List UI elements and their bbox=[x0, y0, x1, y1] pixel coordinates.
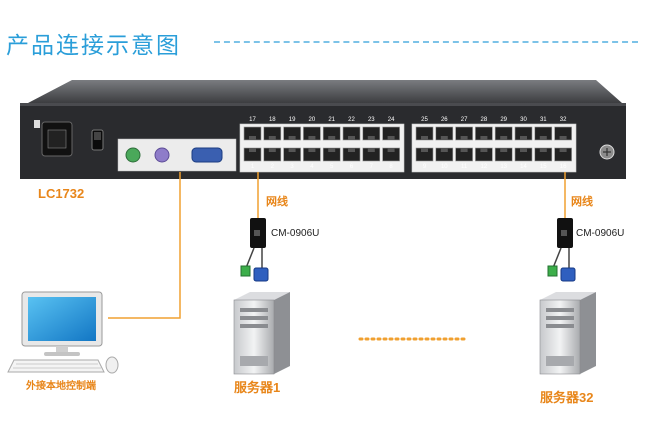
port-number-label: 7 bbox=[370, 164, 374, 170]
ps2-mouse-port bbox=[154, 147, 170, 163]
adapter-label-right: CM-0906U bbox=[576, 228, 625, 239]
keyboard-icon bbox=[7, 359, 105, 373]
port-number-label: 1 bbox=[251, 164, 255, 170]
port-number-label: 29 bbox=[500, 117, 507, 123]
port-number-label: 9 bbox=[423, 164, 427, 170]
server-32-label: 服务器32 bbox=[540, 390, 594, 405]
rj45-ports: 17 1 18 2 19 3 20 4 21 5 22 6 23 7 24 8 25 9 26 10 27 11 28 12 2… bbox=[243, 117, 572, 170]
cable-label-left: 网线 bbox=[266, 196, 288, 208]
port-number-label: 10 bbox=[441, 164, 448, 170]
console-monitor-icon bbox=[21, 291, 103, 356]
adapter-vga-plug-right bbox=[560, 267, 576, 282]
port-number-label: 19 bbox=[289, 117, 296, 123]
port-number-label: 16 bbox=[560, 164, 567, 170]
port-number-label: 18 bbox=[269, 117, 276, 123]
port-number-label: 2 bbox=[271, 164, 275, 170]
port-number-label: 24 bbox=[388, 117, 395, 123]
port-number-label: 32 bbox=[560, 117, 567, 123]
server-32-icon bbox=[539, 292, 596, 375]
port-number-label: 21 bbox=[328, 117, 335, 123]
adapter-vga-plug-left bbox=[253, 267, 269, 282]
port-number-label: 6 bbox=[350, 164, 354, 170]
adapter-label-left: CM-0906U bbox=[271, 228, 320, 239]
mouse-icon bbox=[105, 356, 119, 374]
port-number-label: 3 bbox=[290, 164, 294, 170]
page-title: 产品连接示意图 bbox=[6, 32, 181, 58]
port-number-label: 27 bbox=[461, 117, 468, 123]
port-number-label: 30 bbox=[520, 117, 527, 123]
warning-icon bbox=[34, 120, 40, 128]
port-number-label: 15 bbox=[540, 164, 547, 170]
port-number-label: 12 bbox=[481, 164, 488, 170]
device-model-label: LC1732 bbox=[38, 186, 85, 201]
port-number-label: 22 bbox=[348, 117, 355, 123]
cable-label-right: 网线 bbox=[571, 196, 593, 208]
adapter-ps2-plug-right bbox=[547, 265, 558, 277]
port-number-label: 26 bbox=[441, 117, 448, 123]
ps2-keyboard-port bbox=[125, 147, 141, 163]
port-number-label: 5 bbox=[330, 164, 334, 170]
port-number-label: 17 bbox=[249, 117, 256, 123]
port-number-label: 31 bbox=[540, 117, 547, 123]
port-number-label: 20 bbox=[309, 117, 316, 123]
vga-port bbox=[191, 147, 223, 163]
port-number-label: 8 bbox=[389, 164, 393, 170]
port-number-label: 14 bbox=[520, 164, 527, 170]
port-number-label: 4 bbox=[310, 164, 314, 170]
server-1-icon bbox=[233, 292, 290, 375]
port-number-label: 13 bbox=[500, 164, 507, 170]
console-label: 外接本地控制端 bbox=[26, 381, 96, 392]
server-1-label: 服务器1 bbox=[234, 380, 281, 395]
chassis-top bbox=[28, 80, 622, 103]
port-number-label: 25 bbox=[421, 117, 428, 123]
port-number-label: 28 bbox=[481, 117, 488, 123]
port-number-label: 11 bbox=[461, 164, 468, 170]
console-cable bbox=[108, 172, 181, 319]
port-number-label: 23 bbox=[368, 117, 375, 123]
adapter-ps2-plug-left bbox=[240, 265, 251, 277]
title-divider bbox=[214, 41, 638, 43]
